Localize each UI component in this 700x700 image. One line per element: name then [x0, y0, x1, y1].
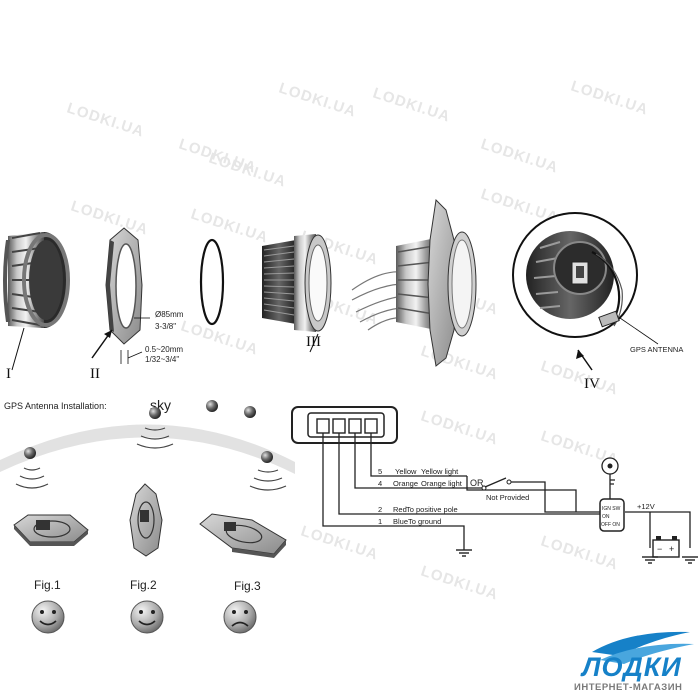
- watermark-text: LODKI.UA: [569, 78, 651, 119]
- antenna-plate-fig2: [129, 483, 163, 557]
- happy-face-icon: [130, 600, 164, 634]
- watermark-text: LODKI.UA: [69, 198, 151, 239]
- ground-icon: [682, 556, 698, 564]
- wire-5-color: Yellow: [395, 467, 417, 476]
- assembled-gauge: [351, 198, 477, 367]
- battery-icon: − +: [652, 536, 680, 558]
- svg-text:−: −: [657, 544, 662, 554]
- watermark-text: LODKI.UA: [299, 523, 381, 564]
- leader-line: [309, 333, 319, 353]
- bracket-diameter: Ø85mm: [155, 310, 184, 319]
- wire-4-number: 4: [378, 479, 382, 488]
- fig-3-label: Fig.3: [234, 579, 261, 593]
- watermark-text: LODKI.UA: [371, 85, 453, 126]
- part-label-ii: II: [90, 366, 100, 382]
- wire-2-desc: To positive pole: [406, 505, 458, 514]
- ground-icon: [642, 556, 658, 564]
- wire-4-color: Orange: [393, 479, 418, 488]
- ignition-sw-label: IGN SW: [602, 506, 621, 512]
- arrow-head: [104, 330, 112, 338]
- not-provided-label: Not Provided: [486, 493, 529, 502]
- wire-5-desc: Yellow light: [421, 467, 459, 476]
- panel-thickness: 0.5~20mm: [145, 345, 183, 354]
- watermark-text: LODKI.UA: [179, 318, 261, 359]
- leader-line: [11, 327, 25, 371]
- watermark-text: LODKI.UA: [189, 206, 271, 247]
- watermark-text: LODKI.UA: [419, 343, 501, 384]
- watermark-text: LODKI.UA: [479, 136, 561, 177]
- connector-plug: [291, 406, 398, 444]
- ignition-switch: IGN SW ON OFF ON: [599, 498, 625, 532]
- watermark-text: LODKI.UA: [419, 408, 501, 449]
- ignition-on-label: ON: [602, 514, 610, 520]
- ignition-offon-label: OFF ON: [601, 522, 620, 528]
- watermark-text: LODKI.UA: [207, 150, 289, 191]
- happy-face-icon: [31, 600, 65, 634]
- antenna-plate-fig3: [199, 513, 287, 558]
- satellites: [24, 400, 273, 463]
- wire-1-desc: To ground: [408, 517, 441, 526]
- antenna-plate-fig1: [13, 514, 89, 546]
- dimension-line: [127, 351, 143, 359]
- fig-2-label: Fig.2: [130, 578, 157, 592]
- gps-antenna-label: GPS ANTENNA: [630, 345, 683, 354]
- switch-icon: [481, 477, 512, 491]
- sad-face-icon: [223, 600, 257, 634]
- wire-4-desc: Orange light: [421, 479, 463, 488]
- threaded-body-part: [262, 234, 332, 332]
- logo-tagline: ИНТЕРНЕТ-МАГАЗИН: [574, 682, 683, 693]
- or-label: OR: [470, 478, 484, 488]
- gauge-rear-view: [512, 212, 638, 338]
- wire-2-number: 2: [378, 505, 382, 514]
- wires: [322, 433, 691, 550]
- boat-logo-icon: [592, 631, 694, 664]
- wire-2-color: Red: [393, 505, 407, 514]
- bracket-diameter-inches: 3-3/8": [155, 322, 176, 331]
- mounting-bracket-part: [105, 227, 143, 345]
- fig-1-label: Fig.1: [34, 578, 61, 592]
- panel-thickness-inches: 1/32~3/4": [145, 355, 179, 364]
- part-label-i: I: [6, 366, 11, 382]
- o-ring-part: [199, 238, 225, 326]
- part-label-iii: III: [306, 334, 321, 350]
- wire-5-number: 5: [378, 467, 382, 476]
- signal-waves: [15, 427, 287, 491]
- shop-logo[interactable]: ЛОДКИ ИНТЕРНЕТ-МАГАЗИН: [560, 628, 700, 700]
- leader-line: [619, 317, 659, 345]
- sky-arc: [0, 424, 295, 474]
- bezel-part: [3, 232, 70, 328]
- logo-name: ЛОДКИ: [582, 652, 682, 682]
- ground-icon: [456, 549, 472, 557]
- watermark-text: LODKI.UA: [419, 563, 501, 604]
- wire-1-color: Blue: [393, 517, 408, 526]
- gps-installation-title: GPS Antenna Installation:: [4, 401, 107, 411]
- part-label-iv: IV: [584, 376, 600, 392]
- watermark-text: LODKI.UA: [539, 358, 621, 399]
- watermark-text: LODKI.UA: [65, 100, 147, 141]
- supply-voltage-label: +12V: [637, 502, 655, 511]
- watermark-text: LODKI.UA: [277, 80, 359, 121]
- svg-text:+: +: [669, 544, 674, 554]
- wire-1-number: 1: [378, 517, 382, 526]
- ignition-key-icon: [601, 457, 619, 488]
- watermark-text: LODKI.UA: [539, 533, 621, 574]
- arrow-head: [576, 350, 584, 359]
